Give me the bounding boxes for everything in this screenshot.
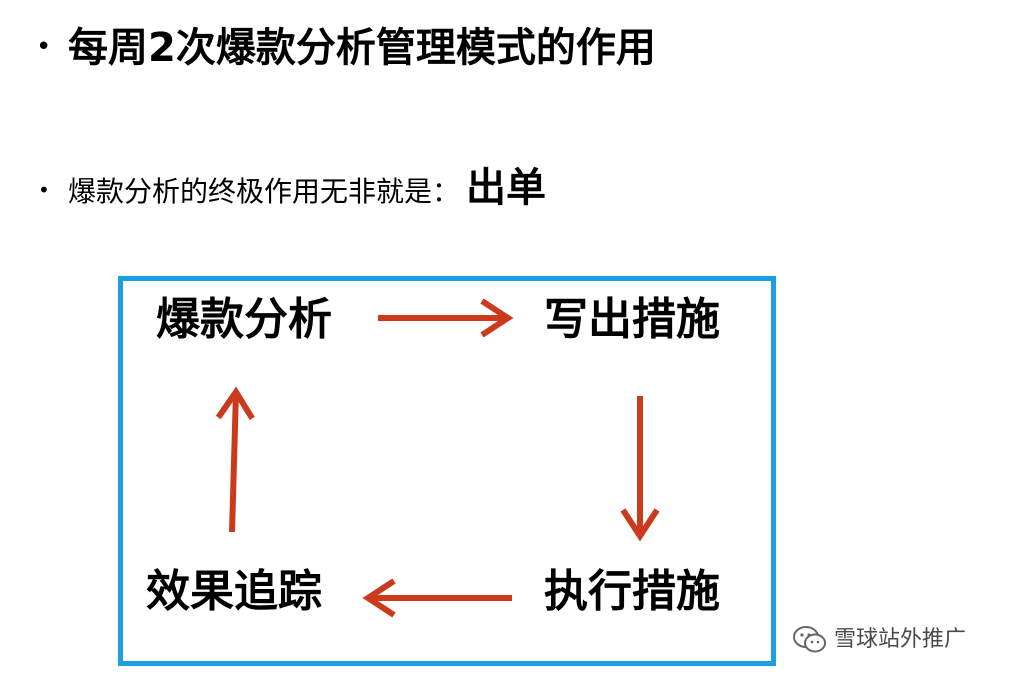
- wechat-icon: [793, 626, 826, 653]
- arrow-analysis-to-measures: [378, 298, 514, 338]
- node-effect-tracking: 效果追踪: [146, 566, 322, 617]
- cycle-diagram-frame: [118, 276, 776, 666]
- title-bullet: •: [36, 32, 52, 62]
- arrow-execute-to-tracking: [362, 578, 512, 618]
- slide-title: 每周2次爆款分析管理模式的作用: [68, 25, 656, 71]
- watermark-text: 雪球站外推广: [834, 627, 967, 652]
- node-hot-item-analysis: 爆款分析: [156, 294, 332, 345]
- node-execute-measures: 执行措施: [544, 566, 720, 617]
- subtitle-text: 爆款分析的终极作用无非就是：: [68, 175, 461, 208]
- watermark: 雪球站外推广: [792, 624, 966, 656]
- subtitle-line: 爆款分析的终极作用无非就是：出单: [68, 162, 546, 218]
- node-write-measures: 写出措施: [544, 294, 720, 345]
- subtitle-emphasis: 出单: [466, 165, 547, 211]
- arrow-measures-to-execute: [620, 396, 660, 542]
- arrow-tracking-to-analysis: [215, 386, 255, 533]
- subtitle-bullet: •: [38, 178, 50, 202]
